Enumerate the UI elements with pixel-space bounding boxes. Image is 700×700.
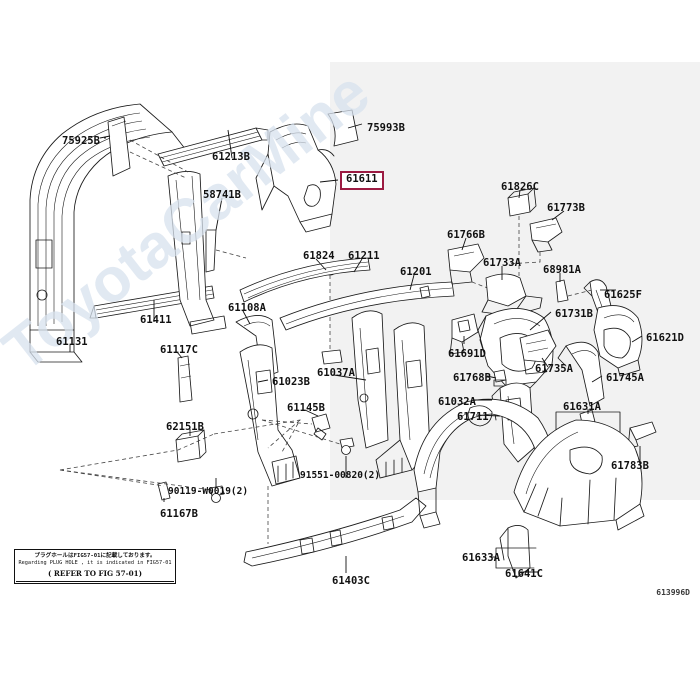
part-number-label: 61211: [348, 250, 380, 262]
part-number-label: 61037A: [317, 367, 355, 379]
part-number-label: 61768B: [453, 372, 491, 384]
part-number-label: 75993B: [367, 122, 405, 134]
diagram-id-code: 613996D: [656, 588, 690, 597]
part-number-label: 68981A: [543, 264, 581, 276]
part-number-label: 61131: [56, 336, 88, 348]
part-number-label: 61731B: [555, 308, 593, 320]
part-number-label: 61625F: [604, 289, 642, 301]
part-number-label: 61711: [457, 411, 489, 423]
part-number-label: 61621D: [646, 332, 684, 344]
part-number-label: 91551-00820(2): [300, 470, 381, 481]
part-number-label: 90119-W0019(2): [168, 486, 249, 497]
part-number-label: 61773B: [547, 202, 585, 214]
part-number-label: 61108A: [228, 302, 266, 314]
part-number-label: 61735A: [535, 363, 573, 375]
part-number-label: 61826C: [501, 181, 539, 193]
part-number-label: 61691D: [448, 348, 486, 360]
part-number-label: 61032A: [438, 396, 476, 408]
part-number-label: 62151B: [166, 421, 204, 433]
part-number-label: 61403C: [332, 575, 370, 587]
part-number-label: 61766B: [447, 229, 485, 241]
highlighted-part-label[interactable]: 61611: [340, 171, 384, 190]
part-number-label: 61641C: [505, 568, 543, 580]
part-number-label: 61167B: [160, 508, 198, 520]
note-line-japanese: プラグホールはFIG57-01に記載しております。: [34, 553, 156, 559]
part-number-label: 75925B: [62, 135, 100, 147]
part-number-label: 61117C: [160, 344, 198, 356]
part-number-label: 61213B: [212, 151, 250, 163]
part-number-label: 61145B: [287, 402, 325, 414]
part-number-label: 61631A: [563, 401, 601, 413]
plug-hole-note-box: プラグホールはFIG57-01に記載しております。 Regarding PLUG…: [14, 549, 176, 584]
note-divider: [16, 580, 174, 582]
part-number-label: 61745A: [606, 372, 644, 384]
part-number-label: 61824: [303, 250, 335, 262]
part-number-label: 61411: [140, 314, 172, 326]
part-number-label: 61733A: [483, 257, 521, 269]
note-line-refer: ( REFER TO FIG 57-01): [47, 569, 143, 579]
part-number-label: 58741B: [203, 189, 241, 201]
note-line-english: Regarding PLUG HOLE , it is indicated in…: [18, 560, 172, 567]
part-number-label: 61201: [400, 266, 432, 278]
part-number-label: 61023B: [272, 376, 310, 388]
part-number-label: 61783B: [611, 460, 649, 472]
part-number-label: 61633A: [462, 552, 500, 564]
